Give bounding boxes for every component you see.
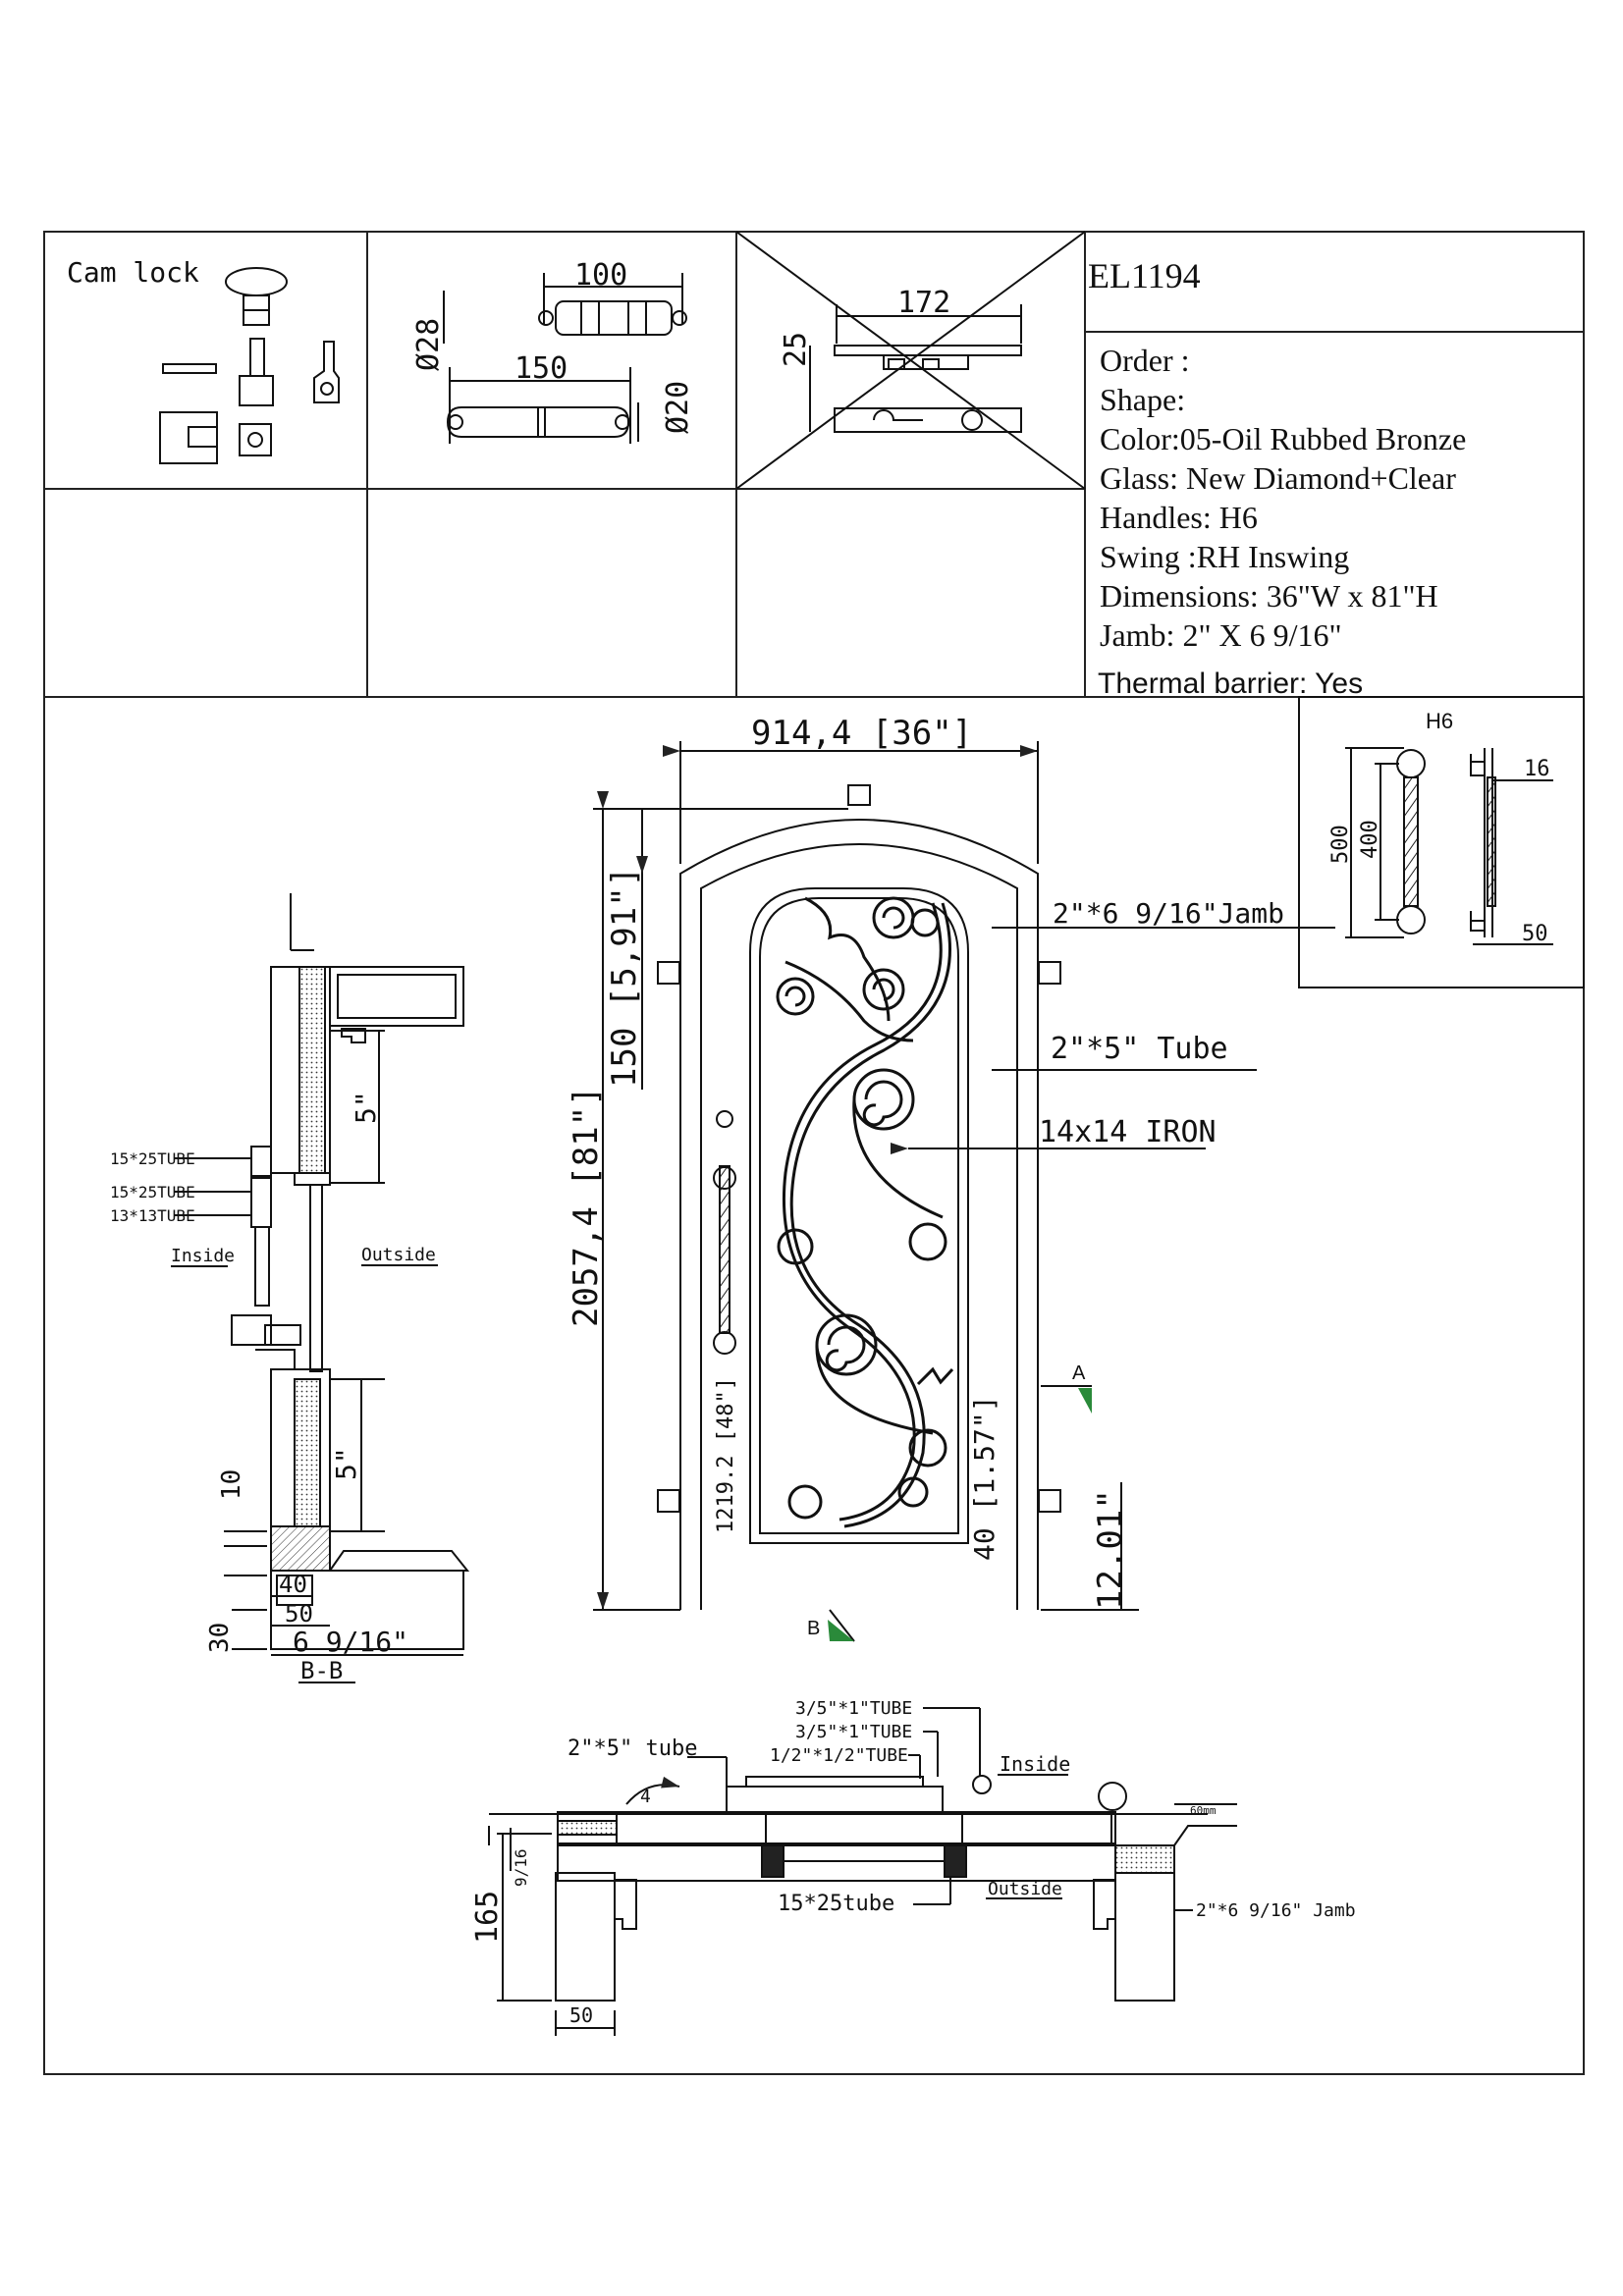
elev-jamb-label: 2"*6 9/16"Jamb [1053,897,1284,930]
spec-order: Order : [1100,343,1190,378]
bb-dim-5-top: 5" [350,1091,382,1124]
spec-thermal-barrier: Thermal barrier: Yes [1098,667,1363,700]
plan-tube-2x5: 2"*5" tube [568,1736,697,1761]
hinge-pin-detail: 100 Ø28 150 Ø20 [411,258,695,444]
spec-handles: Handles: H6 [1100,500,1258,535]
elev-iron-label: 14x14 IRON [1039,1115,1217,1149]
plan-outside: Outside [988,1879,1062,1899]
bb-dim-jamb: 6 9/16" [293,1626,408,1658]
plan-dim-60: 60mm [1190,1804,1217,1817]
elev-bottom-12: 12.01" [1091,1489,1130,1610]
spec-shape: Shape: [1100,382,1185,417]
bb-inside: Inside [171,1246,235,1266]
handle-h6-detail: H6 500 400 16 50 [1299,697,1584,988]
hinge-dim-20: Ø20 [661,381,695,434]
elev-arch-dim: 150 [5,91"] [605,867,644,1088]
handle-dim-50: 50 [1522,922,1548,946]
spec-jamb: Jamb: 2" X 6 9/16" [1100,617,1342,653]
section-mark-b: B [807,1618,820,1639]
plan-tube-15x25: 15*25tube [778,1892,894,1916]
spec-dimensions: Dimensions: 36"W x 81"H [1100,578,1438,614]
spec-swing: Swing :RH Inswing [1100,539,1349,574]
cam-lock-detail: Cam lock [67,256,339,463]
wrought-iron-scrollwork [778,898,952,1526]
title-block-grid [44,232,1584,2074]
plan-dim-50: 50 [569,2003,593,2027]
elev-height-dim: 2057,4 [81"] [567,1086,606,1327]
plan-dim-4: 4 [640,1787,651,1807]
hinge-dim-150: 150 [514,351,568,386]
plan-tube-half: 1/2"*1/2"TUBE [770,1745,908,1766]
elev-width-dim: 914,4 [36"] [751,714,972,753]
elev-bottom-40: 40 [1.57"] [968,1395,1001,1561]
door-elevation: 914,4 [36"] [567,714,1335,1641]
plan-dim-165: 165 [470,1891,505,1944]
section-b-b: 5" 15*25TUBE 15*25TUBE 13*13TUBE Inside … [110,893,467,1684]
plan-inside: Inside [1000,1752,1070,1776]
elev-handle-height: 1219.2 [48"] [714,1377,738,1533]
plan-tube-35-b: 3/5"*1"TUBE [795,1722,912,1742]
plan-dim-916: 9/16 [512,1848,530,1887]
plan-tube-35-a: 3/5"*1"TUBE [795,1698,912,1719]
hinge-dim-100: 100 [574,258,627,293]
elev-tube-label: 2"*5" Tube [1051,1032,1228,1066]
plan-section: 3/5"*1"TUBE 3/5"*1"TUBE 1/2"*1/2"TUBE 2"… [470,1698,1356,2036]
bb-dim-50: 50 [285,1600,313,1628]
handle-dim-500: 500 [1328,825,1353,864]
bb-title: B-B [300,1657,343,1684]
drawing-id: EL1194 [1088,256,1201,295]
bb-dim-30: 30 [205,1623,235,1653]
bb-dim-5-bottom: 5" [330,1447,362,1480]
flush-bolt-dim-25: 25 [779,332,813,367]
bb-tube-3: 13*13TUBE [110,1206,195,1225]
section-mark-a: A [1072,1362,1086,1384]
bb-tube-1: 15*25TUBE [110,1149,195,1168]
spec-panel: EL1194 Order : Shape: Color:05-Oil Rubbe… [1088,256,1466,700]
handle-dim-16: 16 [1524,757,1550,781]
hinge-dim-28: Ø28 [411,318,446,371]
bb-dim-10: 10 [217,1469,246,1500]
flush-bolt-dim-172: 172 [897,286,950,320]
bb-outside: Outside [361,1245,436,1265]
bb-tube-2: 15*25TUBE [110,1183,195,1201]
handle-dim-400: 400 [1358,820,1382,859]
spec-glass: Glass: New Diamond+Clear [1100,460,1456,496]
spec-color: Color:05-Oil Rubbed Bronze [1100,421,1466,456]
cam-lock-title: Cam lock [67,256,199,289]
bb-dim-40: 40 [279,1571,307,1598]
flush-bolt-detail: 172 25 [736,232,1085,489]
handle-title: H6 [1426,709,1453,733]
plan-jamb: 2"*6 9/16" Jamb [1196,1900,1356,1921]
